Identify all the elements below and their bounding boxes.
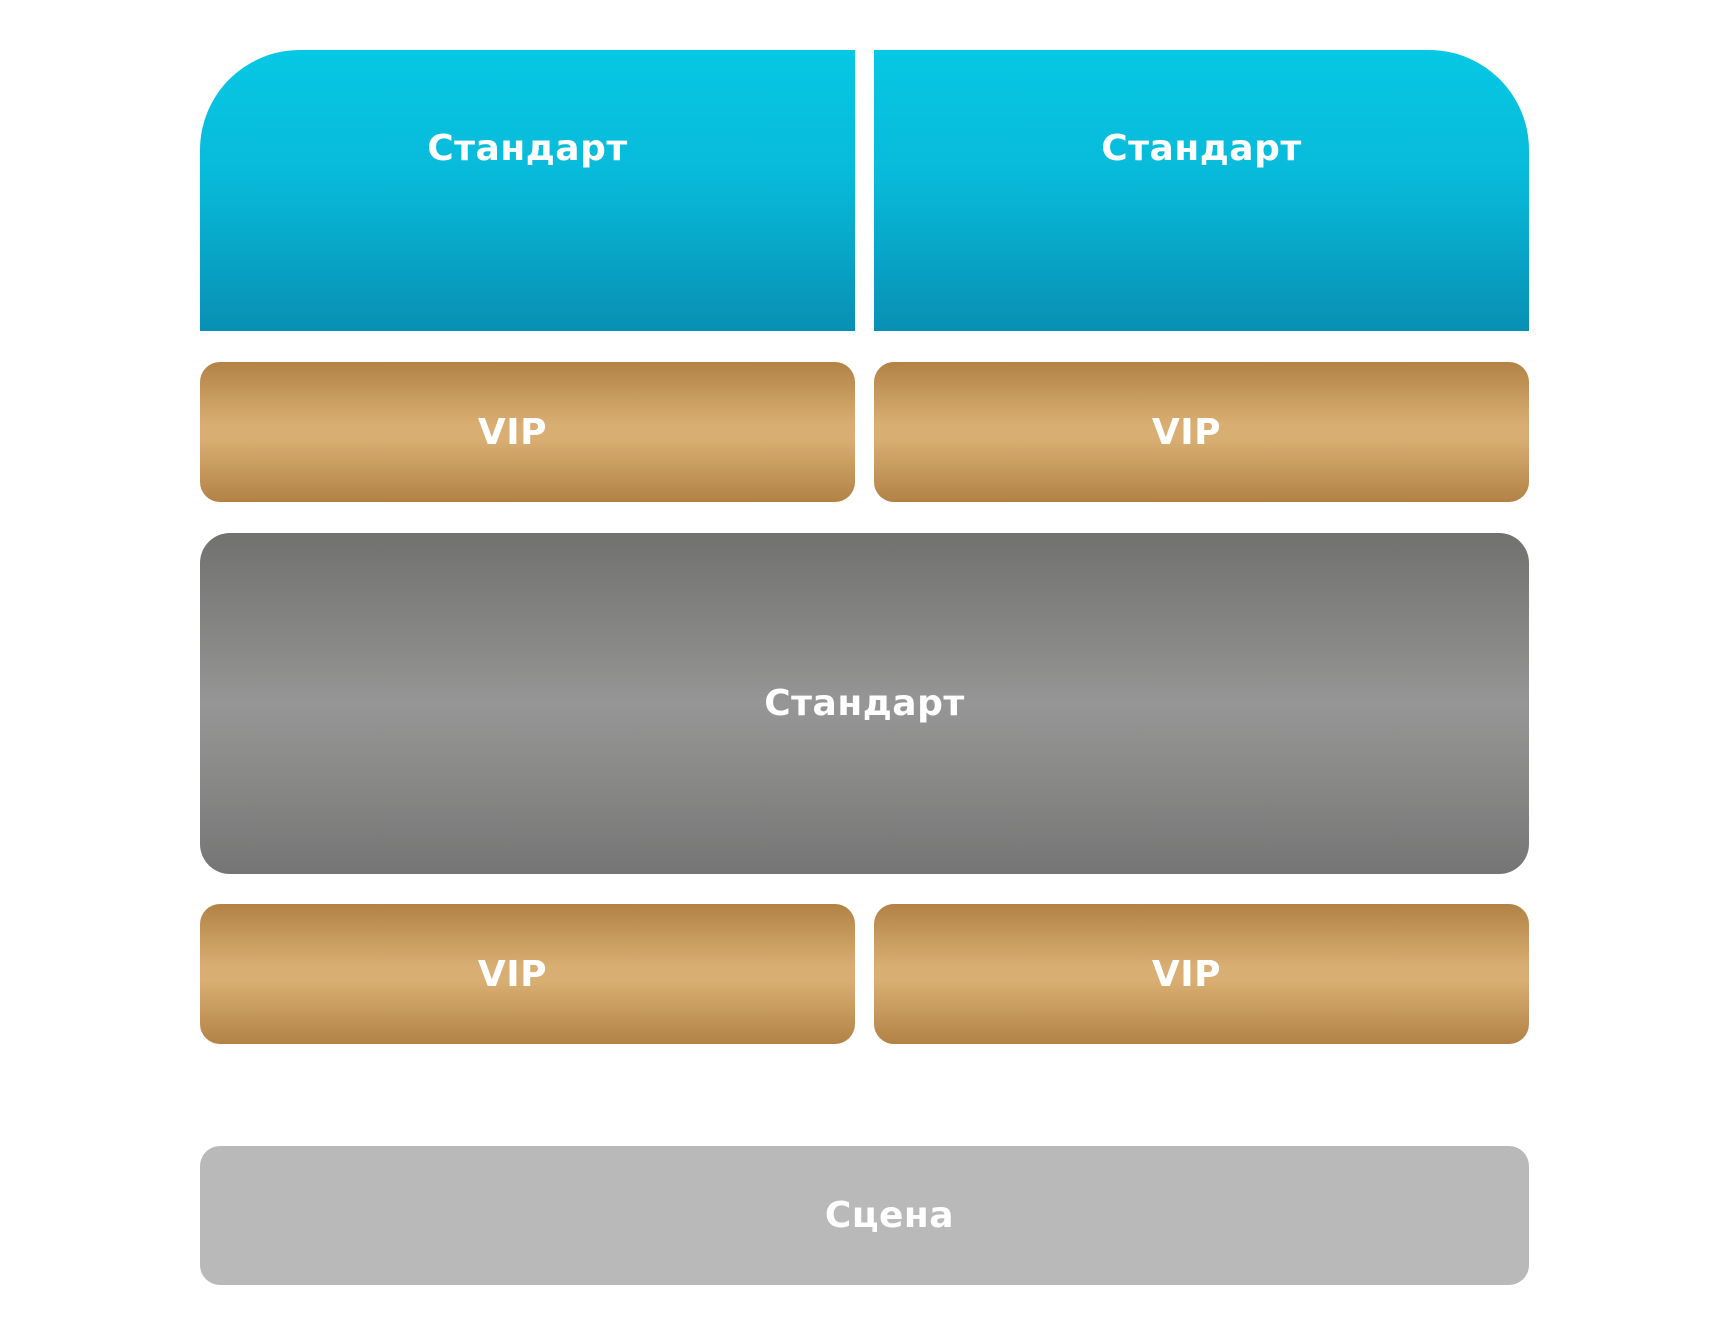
stage: Сцена: [200, 1146, 1529, 1285]
zone-vip-row1-right[interactable]: VIP: [874, 362, 1529, 502]
zone-label: VIP: [1151, 411, 1222, 453]
zone-standard-top-left[interactable]: Стандарт: [200, 50, 855, 331]
zone-vip-row1-left[interactable]: VIP: [200, 362, 855, 502]
zone-label: Стандарт: [764, 683, 965, 724]
zone-label: Стандарт: [1101, 127, 1302, 169]
zone-label: VIP: [477, 411, 548, 453]
zone-standard-center[interactable]: Стандарт: [200, 533, 1529, 874]
zone-vip-row2-right[interactable]: VIP: [874, 904, 1529, 1044]
zone-label: VIP: [1151, 953, 1222, 995]
zone-label: VIP: [477, 953, 548, 995]
stage-label: Сцена: [824, 1195, 955, 1236]
zone-label: Стандарт: [427, 127, 628, 169]
zone-standard-top-right[interactable]: Стандарт: [874, 50, 1529, 331]
zone-vip-row2-left[interactable]: VIP: [200, 904, 855, 1044]
